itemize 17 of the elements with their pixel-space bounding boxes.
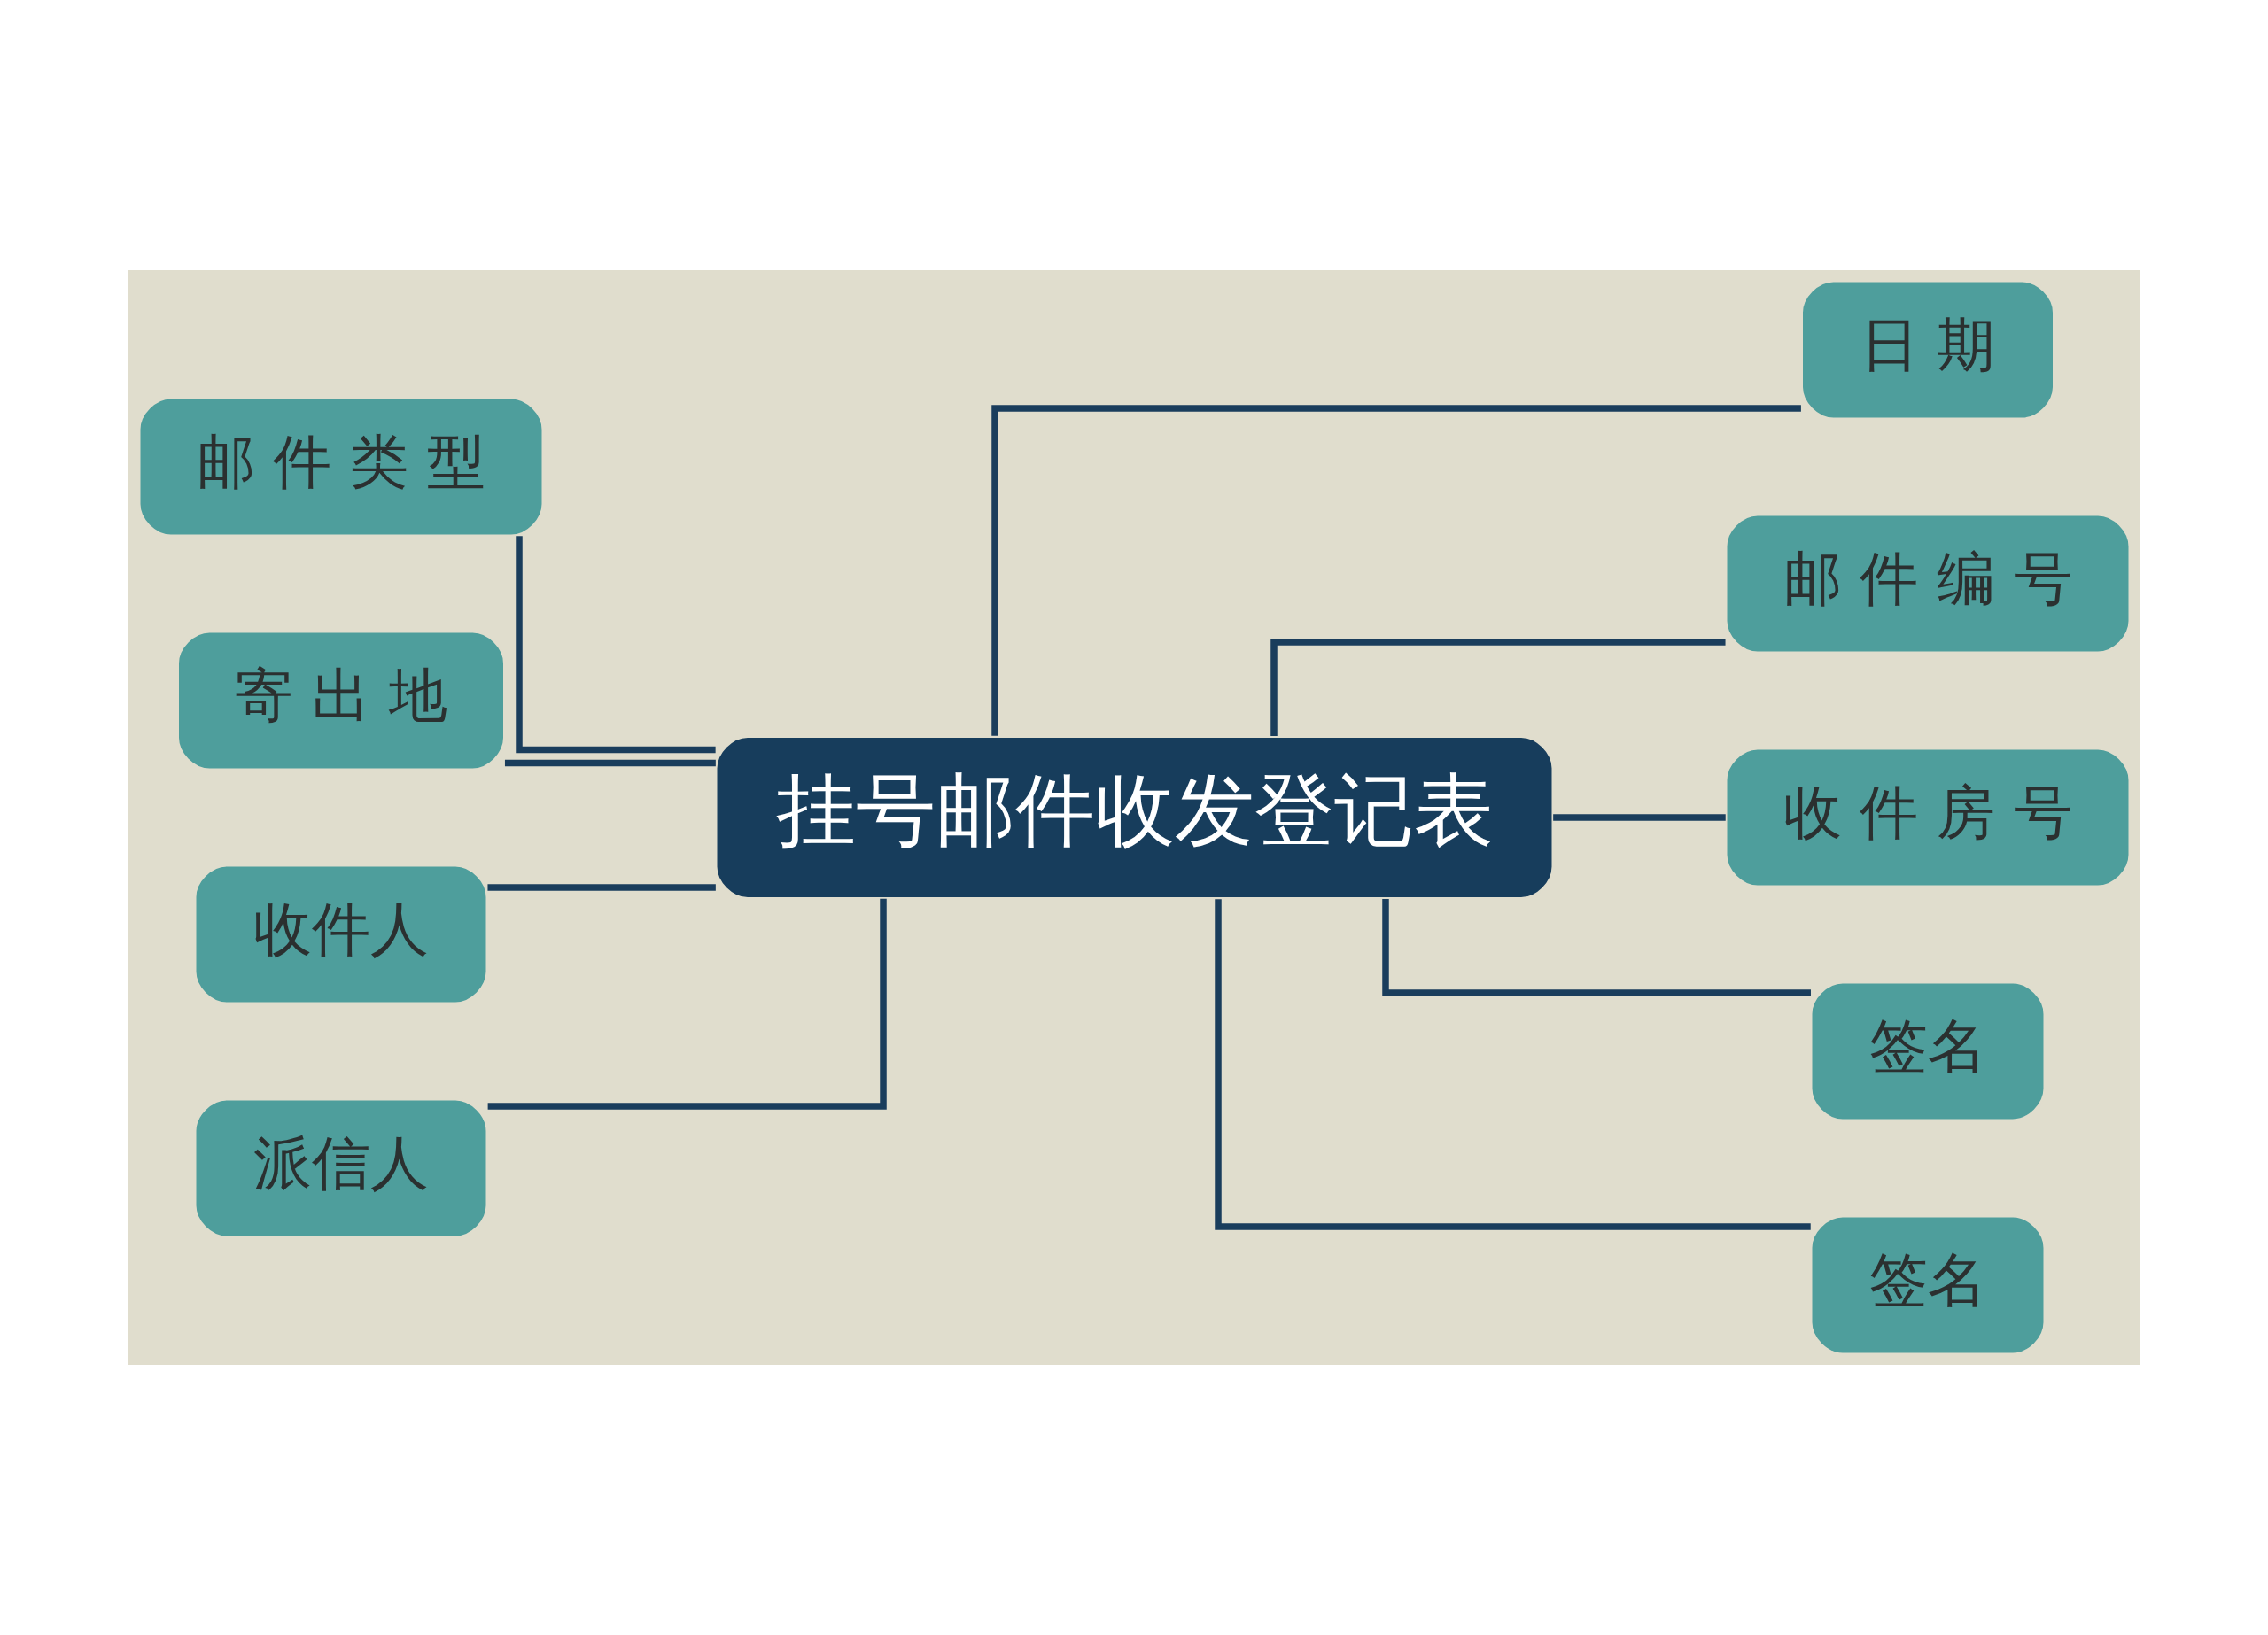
connector	[1214, 899, 1811, 1230]
node-box: 派信人	[193, 1097, 488, 1239]
connector	[990, 405, 1801, 736]
connector	[487, 898, 887, 1110]
node-box: 收件人	[193, 864, 488, 1005]
node-box: 挂号邮件收发登记表	[714, 735, 1554, 900]
node-box: 邮 件 编 号	[1724, 513, 2131, 655]
connector	[1270, 639, 1726, 736]
node-box: 收 件 房 号	[1724, 747, 2131, 888]
node-box: 签名	[1809, 1214, 2046, 1356]
connector	[1552, 814, 1726, 821]
connector	[1381, 899, 1811, 996]
connector	[515, 536, 716, 754]
connector	[504, 759, 716, 767]
node-box: 邮 件 类 型	[137, 396, 544, 538]
node-box: 签名	[1809, 980, 2046, 1122]
connector	[486, 884, 716, 891]
